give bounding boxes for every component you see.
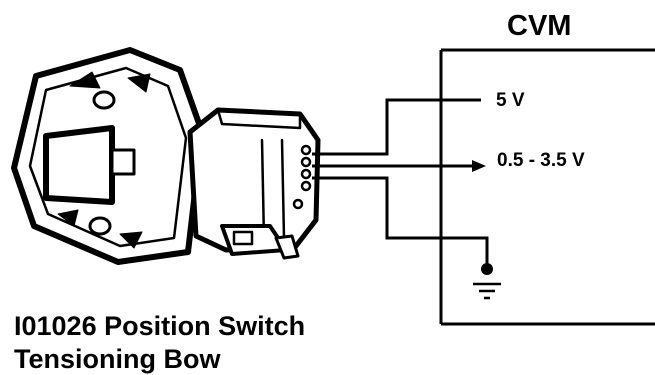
supply-voltage-label: 5 V xyxy=(496,90,525,111)
ground-symbol-icon xyxy=(473,263,501,300)
signal-arrow-icon xyxy=(472,160,486,172)
signal-output-label: 0.5 - 3.5 V xyxy=(497,150,585,171)
caption-line-1: I01026 Position Switch xyxy=(14,311,306,341)
cvm-title: CVM xyxy=(507,10,572,42)
position-switch-sensor-icon xyxy=(11,47,321,265)
caption-line-2: Tensioning Bow xyxy=(14,344,221,374)
cvm-module-box xyxy=(439,48,655,326)
wires xyxy=(312,98,489,268)
wire-ground xyxy=(312,176,489,268)
wire-supply-5v xyxy=(312,98,481,156)
